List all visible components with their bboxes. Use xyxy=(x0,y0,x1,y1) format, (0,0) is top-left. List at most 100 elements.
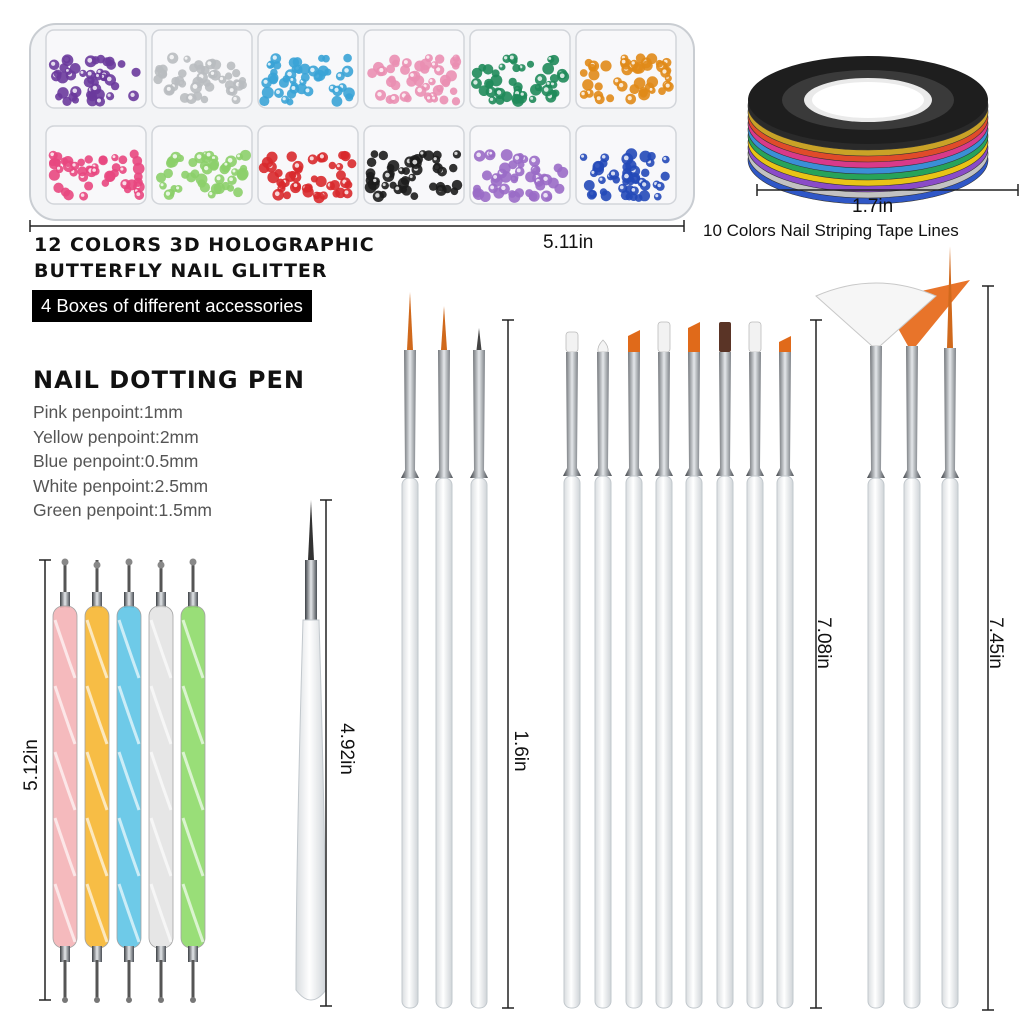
pen-twist xyxy=(149,751,173,811)
dotting-pen-3 xyxy=(116,558,142,1003)
spec-pink: Pink penpoint:1mm xyxy=(33,402,183,422)
pen-twist xyxy=(85,685,109,745)
pen-twist xyxy=(85,751,109,811)
liner-tip xyxy=(308,500,314,560)
pen-twist xyxy=(117,883,141,943)
pen-top-ferrule xyxy=(124,592,134,608)
top-row-gems-2 xyxy=(153,52,247,105)
pen-bottom-ferrule xyxy=(92,946,102,962)
pen-twist xyxy=(117,817,141,877)
dotting-length: 5.12in xyxy=(21,739,42,791)
pen-twist xyxy=(53,817,77,877)
set1-brush-1 xyxy=(401,292,419,1009)
brush-handle xyxy=(685,475,703,1009)
spec-green: Green penpoint:1.5mm xyxy=(33,500,212,520)
brush-ferrule xyxy=(470,350,488,478)
accessories-badge: 4 Boxes of different accessories xyxy=(32,290,312,322)
brush-ferrule xyxy=(685,352,703,476)
top-row-gems-5 xyxy=(471,53,570,107)
pen-bottom-ferrule xyxy=(188,946,198,962)
brush-tip xyxy=(779,336,791,352)
brush-ferrule xyxy=(563,352,581,476)
top-row-gems-4 xyxy=(367,54,462,106)
brush-handle xyxy=(776,475,794,1009)
brush-tip xyxy=(719,322,731,352)
glitter-title-line2: BUTTERFLY NAIL GLITTER xyxy=(34,260,328,282)
pen-twist xyxy=(53,751,77,811)
glitter-box xyxy=(29,23,695,221)
brush-handle xyxy=(435,477,453,1009)
brush-ferrule xyxy=(594,352,612,476)
pen-twist xyxy=(181,619,205,679)
pen-twist xyxy=(149,883,173,943)
bottom-row-gems-5 xyxy=(472,149,569,203)
dotting-pen-2 xyxy=(84,560,110,1003)
pen-twist xyxy=(149,685,173,745)
bottom-row-gems-4 xyxy=(364,150,463,203)
pen-twist xyxy=(53,883,77,943)
pen-top-ferrule xyxy=(60,592,70,608)
pen-twist xyxy=(117,619,141,679)
brush-handle xyxy=(655,475,673,1009)
dotting-pens xyxy=(52,558,206,1003)
brush-tip xyxy=(947,246,953,348)
pen-twist xyxy=(85,619,109,679)
tape-width: 1.7in xyxy=(852,196,894,217)
dotting-pen-5 xyxy=(180,558,206,1003)
pen-top-ferrule xyxy=(156,592,166,608)
glitter-title-line1: 12 COLORS 3D HOLOGRAPHIC xyxy=(34,234,375,256)
pen-bottom-ferrule xyxy=(60,946,70,962)
set2-brush-3 xyxy=(625,330,643,1009)
liner-length: 4.92in xyxy=(336,723,357,775)
brush-handle xyxy=(746,475,764,1009)
brush-handle xyxy=(563,475,581,1009)
set2-brush-2 xyxy=(594,339,612,1009)
pen-twist xyxy=(53,619,77,679)
set2-brush-1 xyxy=(563,331,581,1009)
brush-tip xyxy=(441,306,447,350)
pen-top-ball xyxy=(125,558,133,566)
pen-top-ferrule xyxy=(188,592,198,608)
top-row-gems-6 xyxy=(579,53,674,105)
pen-twist xyxy=(149,817,173,877)
brush-tip xyxy=(407,292,413,350)
brush-ferrule xyxy=(746,352,764,476)
pen-twist xyxy=(181,883,205,943)
brush-tip xyxy=(748,321,762,353)
set1-brush-3 xyxy=(470,328,488,1009)
set3-brush-1 xyxy=(815,282,937,1009)
set3-length: 7.45in xyxy=(985,617,1006,669)
pen-bottom-ball xyxy=(62,997,68,1003)
pen-twist xyxy=(117,685,141,745)
pen-top-ball xyxy=(61,558,69,566)
set2-brush-4 xyxy=(655,321,673,1009)
set3-brush-3 xyxy=(941,246,959,1009)
set2-length: 7.08in xyxy=(813,617,834,669)
set2-brush-6 xyxy=(716,322,734,1009)
set1-brush-2 xyxy=(435,306,453,1009)
set2-brush-7 xyxy=(746,321,764,1009)
brush-handle xyxy=(625,475,643,1009)
set2-brush-8 xyxy=(776,336,794,1009)
tape-rolls xyxy=(747,56,989,205)
bottom-row-gems-6 xyxy=(579,148,670,202)
liner-ferrule xyxy=(305,560,317,620)
pen-twist xyxy=(53,685,77,745)
brush-tip xyxy=(688,322,700,352)
pen-twist xyxy=(149,619,173,679)
set1-length: 1.6in xyxy=(510,730,531,772)
brush-tip xyxy=(476,328,482,350)
brush-handle xyxy=(716,475,734,1009)
brush-handle xyxy=(903,477,921,1009)
brush-tip xyxy=(657,321,671,353)
pen-bottom-ball xyxy=(126,997,132,1003)
pen-twist xyxy=(85,817,109,877)
brush-ferrule xyxy=(776,352,794,476)
brush-ferrule xyxy=(941,348,959,478)
brush-handle xyxy=(470,477,488,1009)
bottom-row-gems-3 xyxy=(258,150,357,204)
bottom-row-gems-1 xyxy=(48,149,145,201)
pen-twist xyxy=(85,883,109,943)
set2-brush-5 xyxy=(685,322,703,1009)
pen-top-ferrule xyxy=(92,592,102,608)
